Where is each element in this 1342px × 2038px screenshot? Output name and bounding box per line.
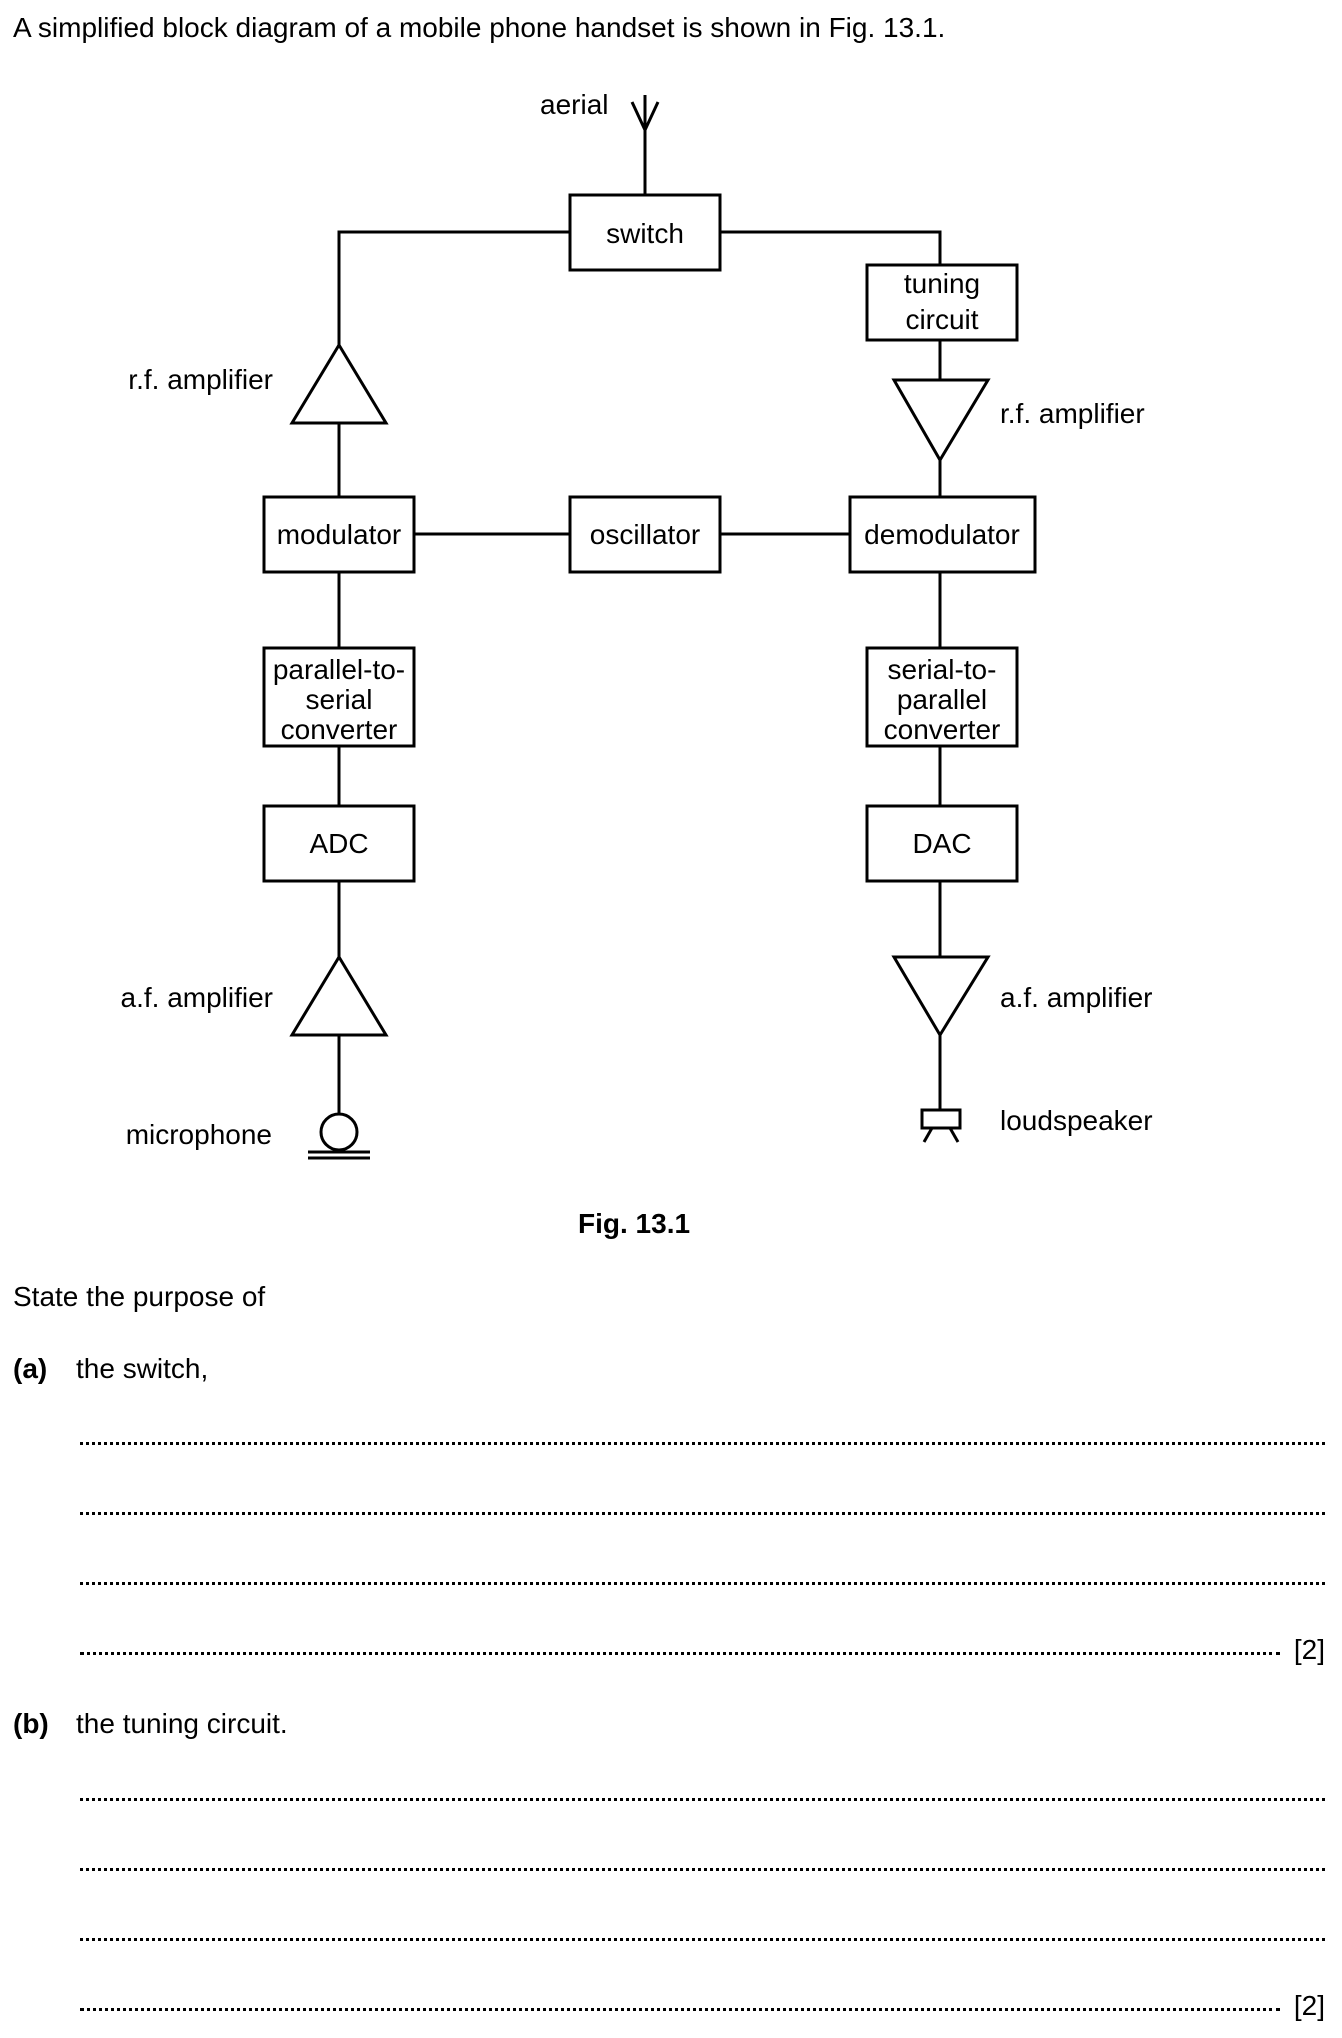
af-amplifier-left-symbol: [289, 954, 389, 1037]
question-b-marks: [2]: [1293, 1990, 1325, 2021]
aerial-label: aerial: [540, 89, 608, 120]
answer-line-a-4[interactable]: [80, 1652, 1280, 1655]
switch-label: switch: [606, 218, 684, 249]
s2p-label-2: parallel: [897, 684, 987, 715]
adc-block: ADC: [262, 804, 416, 883]
oscillator-label: oscillator: [590, 519, 700, 550]
loudspeaker-label: loudspeaker: [1000, 1105, 1153, 1136]
answer-line-b-2[interactable]: [80, 1868, 1325, 1871]
answer-line-b-1[interactable]: [80, 1798, 1325, 1801]
question-a-text: the switch,: [76, 1353, 209, 1384]
modulator-block: modulator: [262, 495, 416, 574]
answer-line-a-1[interactable]: [80, 1442, 1325, 1445]
demodulator-block: demodulator: [848, 495, 1037, 574]
switch-block: switch: [568, 193, 722, 272]
answer-line-b-3[interactable]: [80, 1938, 1325, 1941]
question-a-label: (a): [13, 1353, 48, 1384]
modulator-label: modulator: [277, 519, 402, 550]
microphone-label: microphone: [126, 1119, 272, 1150]
p2s-label-2: serial: [306, 684, 373, 715]
oscillator-block: oscillator: [568, 495, 722, 574]
figure-caption: Fig. 13.1: [578, 1208, 691, 1239]
af-amplifier-left-label: a.f. amplifier: [121, 982, 274, 1013]
question-prompt: State the purpose of: [13, 1281, 266, 1312]
block-diagram: aerial switch tuning circuit r.f. amplif…: [121, 89, 1153, 1160]
loudspeaker-icon: [920, 1108, 962, 1143]
serial-to-parallel-converter-block: serial-to- parallel converter: [865, 646, 1019, 748]
dac-label: DAC: [912, 828, 971, 859]
af-amplifier-right-symbol: [891, 955, 991, 1038]
answer-line-b-4[interactable]: [80, 2008, 1280, 2011]
dac-block: DAC: [865, 804, 1019, 883]
question-a-marks: [2]: [1293, 1634, 1325, 1665]
p2s-label-1: parallel-to-: [273, 654, 405, 685]
aerial-icon: [630, 95, 660, 195]
wires: [337, 230, 942, 1115]
p2s-label-3: converter: [281, 714, 398, 745]
s2p-label-1: serial-to-: [888, 654, 997, 685]
s2p-label-3: converter: [884, 714, 1001, 745]
tuning-circuit-block: tuning circuit: [865, 263, 1019, 342]
adc-label: ADC: [309, 828, 368, 859]
tuning-circuit-label-1: tuning: [904, 268, 980, 299]
af-amplifier-right-label: a.f. amplifier: [1000, 982, 1153, 1013]
rf-amplifier-right-symbol: [891, 378, 991, 463]
rf-amplifier-left-label: r.f. amplifier: [128, 364, 273, 395]
parallel-to-serial-converter-block: parallel-to- serial converter: [262, 646, 416, 748]
rf-amplifier-right-label: r.f. amplifier: [1000, 398, 1145, 429]
answer-line-a-2[interactable]: [80, 1512, 1325, 1515]
question-b-text: the tuning circuit.: [76, 1708, 288, 1739]
question-b-label: (b): [13, 1708, 49, 1739]
rf-amplifier-left-symbol: [289, 342, 389, 425]
microphone-icon: [308, 1112, 370, 1160]
intro-text: A simplified block diagram of a mobile p…: [13, 12, 946, 43]
demodulator-label: demodulator: [864, 519, 1020, 550]
answer-line-a-3[interactable]: [80, 1582, 1325, 1585]
tuning-circuit-label-2: circuit: [905, 304, 978, 335]
